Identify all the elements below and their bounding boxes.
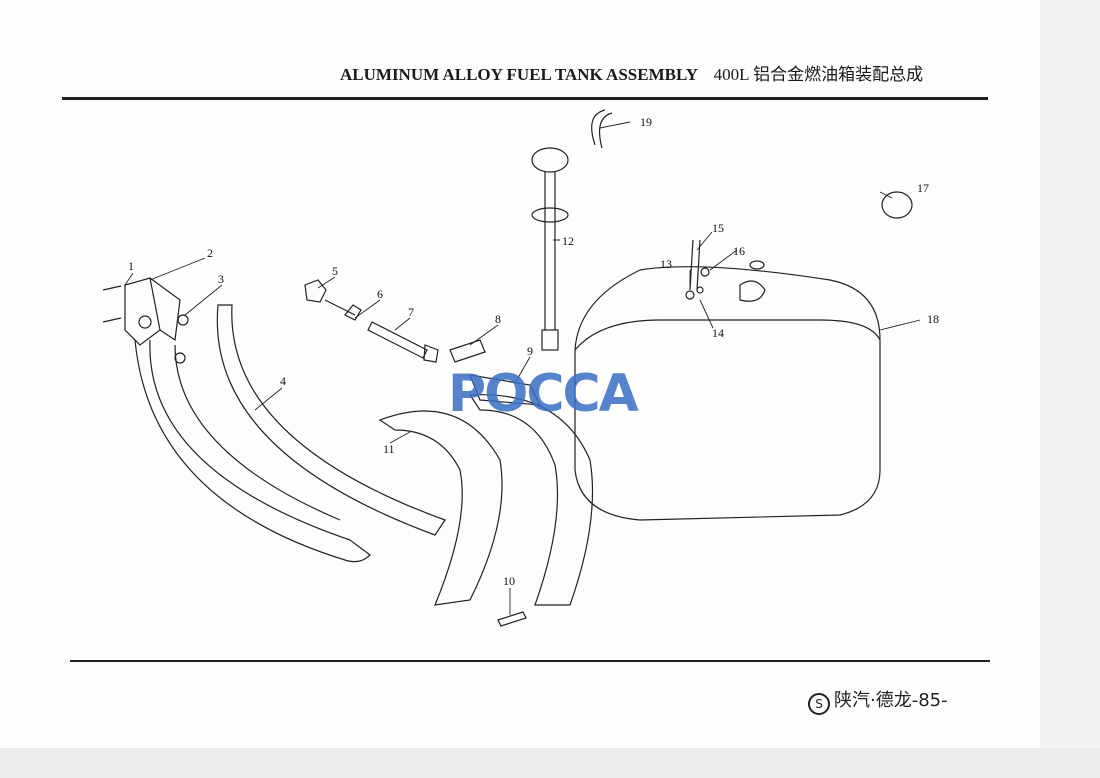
fuel-gauge-12	[531, 147, 569, 351]
callout-8: 8	[495, 312, 501, 326]
fittings-13-16	[685, 239, 765, 300]
fuel-tank-18	[574, 266, 881, 521]
bolt-7	[367, 321, 439, 363]
cap-17	[881, 191, 913, 219]
callout-3: 3	[218, 272, 224, 286]
strap-bracket-4	[134, 304, 446, 563]
callout-14: 14	[712, 326, 724, 340]
callout-16: 16	[733, 244, 745, 258]
callout-labels: 1 2 3 4 5 6 7 8 9 10 11 12 13 14 15 16 1…	[128, 115, 939, 588]
strap-11	[378, 410, 503, 606]
divider-bottom	[70, 660, 990, 662]
watermark-logo: POCCA	[448, 364, 639, 424]
page-number: -85-	[911, 690, 948, 711]
callout-18: 18	[927, 312, 939, 326]
page-title: ALUMINUM ALLOY FUEL TANK ASSEMBLY 400L 铝…	[340, 60, 923, 85]
pin-10	[497, 611, 527, 627]
callout-1: 1	[128, 259, 134, 273]
brand-name: 陕汽·德龙	[834, 690, 912, 711]
callout-15: 15	[712, 221, 724, 235]
callout-12: 12	[562, 234, 574, 248]
nut-5	[304, 279, 327, 303]
callout-10: 10	[503, 574, 515, 588]
callout-4: 4	[280, 374, 286, 388]
title-english: ALUMINUM ALLOY FUEL TANK ASSEMBLY	[340, 65, 698, 84]
brand-logo-icon: S	[808, 693, 830, 715]
scan-edge-bottom	[0, 748, 1100, 778]
sleeve-8	[449, 339, 486, 363]
callout-19: 19	[640, 115, 652, 129]
pipe-19	[591, 109, 613, 149]
divider-top	[62, 97, 988, 100]
callout-6: 6	[377, 287, 383, 301]
callout-2: 2	[207, 246, 213, 260]
callout-13: 13	[660, 257, 672, 271]
callout-11: 11	[383, 442, 395, 456]
scan-edge	[1040, 0, 1100, 778]
strap-main	[468, 394, 594, 606]
title-chinese: 400L 铝合金燃油箱装配总成	[713, 65, 924, 84]
bolts-part	[102, 285, 189, 364]
bracket-part	[124, 277, 181, 346]
callout-5: 5	[332, 264, 338, 278]
callout-17: 17	[917, 181, 929, 195]
leader-lines	[124, 121, 921, 615]
callout-9: 9	[527, 344, 533, 358]
callout-7: 7	[408, 305, 414, 319]
bracket-9	[469, 374, 542, 406]
pin-6	[324, 299, 362, 321]
